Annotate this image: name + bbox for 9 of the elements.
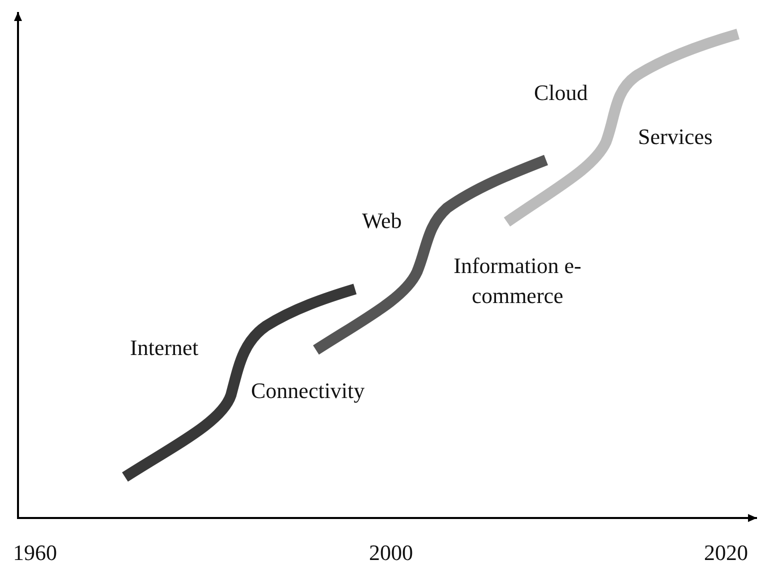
curve-label: Connectivity <box>251 377 365 405</box>
curve-label: Web <box>362 207 402 235</box>
curve-label: Cloud <box>534 79 588 107</box>
curve-label: Information e-commerce <box>452 252 582 310</box>
curve-label: Internet <box>130 334 198 362</box>
axis-tick-label: 2000 <box>369 539 413 565</box>
axis-tick-label: 2020 <box>704 539 748 565</box>
curve-label: Services <box>638 123 713 151</box>
axis-tick-label: 1960 <box>13 539 57 565</box>
